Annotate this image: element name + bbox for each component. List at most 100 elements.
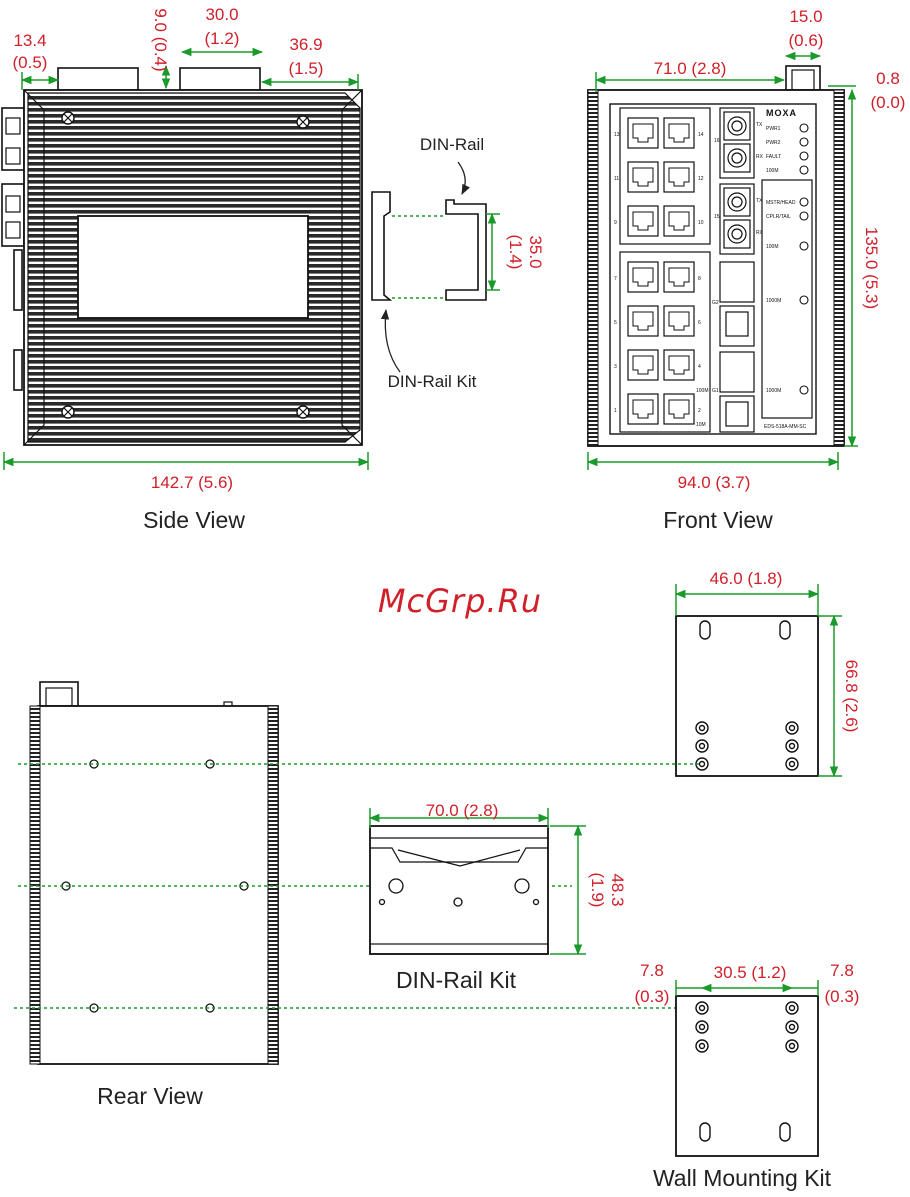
- led-label: FAULT: [766, 154, 781, 160]
- wall-kit-dim-left-mm: 7.8: [640, 961, 664, 980]
- led-indicator: [799, 165, 809, 175]
- rj45-socket: [632, 399, 654, 419]
- front-dim-top-width: 71.0 (2.8): [654, 59, 727, 78]
- side-dim-top-right-mm: 36.9: [289, 35, 322, 54]
- front-dim-offset-mm: 0.8: [876, 69, 900, 88]
- side-label-din-rail-kit: DIN-Rail Kit: [388, 372, 477, 391]
- side-view: 35.0 (1.4) DIN-Rail DIN-Rail Kit 13.4 (0…: [1, 5, 545, 533]
- din-kit-dim-height-in: (1.9): [588, 873, 607, 908]
- din-rail-kit: 70.0 (2.8) 48.3 (1.9) DIN-Rail Kit: [368, 801, 627, 993]
- rear-view: Rear View: [29, 681, 279, 1109]
- led-indicator: [799, 197, 809, 207]
- port-label: G1: [712, 388, 719, 394]
- side-dim-top-left-in: (0.5): [13, 53, 48, 72]
- side-rail-height-mm: 35.0: [526, 235, 545, 268]
- port-number-left: 13: [614, 132, 620, 138]
- side-dim-width: 142.7 (5.6): [151, 473, 233, 492]
- port-number-left: 7: [614, 276, 617, 282]
- rj45-block-upper: [619, 107, 711, 245]
- port-number-left: 1: [614, 408, 617, 414]
- rj45-socket: [668, 355, 690, 375]
- port-number-left: 3: [614, 364, 617, 370]
- led-indicator: [799, 151, 809, 161]
- front-dim-top-right-in: (0.6): [789, 31, 824, 50]
- led-label: MSTR/HEAD: [766, 200, 796, 206]
- side-din-clip: [371, 191, 393, 301]
- side-dim-top-gap: 9.0 (0.4): [151, 8, 170, 71]
- led-label: CPLR/TAIL: [766, 214, 791, 220]
- port-number-right: 8: [698, 276, 701, 282]
- port-label: RX: [756, 230, 764, 236]
- front-dim-width: 94.0 (3.7): [678, 473, 751, 492]
- rj45-socket: [632, 211, 654, 231]
- side-label-window: [77, 215, 309, 319]
- side-rail-height-in: (1.4): [506, 235, 525, 270]
- rj45-block-lower: [619, 251, 711, 433]
- led-label: 1000M: [766, 388, 781, 394]
- wall-kit-dim-mid: 30.5 (1.2): [714, 963, 787, 982]
- wall-top-dim-width: 46.0 (1.8): [710, 569, 783, 588]
- rj45-socket: [668, 311, 690, 331]
- port-label: 10M: [696, 422, 706, 428]
- port-label: TX: [756, 122, 763, 128]
- front-led-box: [761, 179, 813, 419]
- led-indicator: [799, 211, 809, 221]
- side-label-din-rail: DIN-Rail: [420, 135, 484, 154]
- rj45-socket: [668, 123, 690, 143]
- side-dim-top-mid-in: (1.2): [205, 29, 240, 48]
- port-number-right: 14: [698, 132, 704, 138]
- port-number-right: 10: [698, 220, 704, 226]
- front-dim-offset-in: (0.0): [871, 93, 906, 112]
- din-rail-profile: [445, 199, 487, 301]
- rear-view-caption: Rear View: [97, 1083, 203, 1109]
- port-number-left: 5: [614, 320, 617, 326]
- led-indicator: [799, 295, 809, 305]
- side-top-protrusion-right: [179, 67, 261, 91]
- wall-top-dim-height: 66.8 (2.6): [842, 660, 861, 733]
- wall-kit-dim-right-mm: 7.8: [830, 961, 854, 980]
- port-number-left: 9: [614, 220, 617, 226]
- din-kit-dim-width: 70.0 (2.8): [426, 801, 499, 820]
- wall-kit-dim-left-in: (0.3): [635, 987, 670, 1006]
- side-dim-top-mid-mm: 30.0: [205, 5, 238, 24]
- rj45-socket: [632, 167, 654, 187]
- led-indicator: [799, 241, 809, 251]
- side-view-caption: Side View: [143, 507, 245, 533]
- port-number-right: 4: [698, 364, 701, 370]
- led-label: PWR1: [766, 126, 781, 132]
- port-number-left: 11: [614, 176, 619, 182]
- rj45-socket: [668, 399, 690, 419]
- front-model: EDS-518A-MM-SC: [764, 424, 807, 430]
- port-label: 16: [714, 138, 720, 144]
- side-left-connectors: [1, 107, 25, 391]
- fiber-ports: [719, 107, 755, 433]
- side-top-protrusion-left: [57, 67, 139, 91]
- port-number-right: 12: [698, 176, 704, 182]
- led-indicator: [799, 123, 809, 133]
- front-dim-top-right-mm: 15.0: [789, 7, 822, 26]
- led-indicator: [799, 137, 809, 147]
- rj45-socket: [632, 123, 654, 143]
- port-label: 100M: [696, 388, 709, 394]
- led-label: 100M: [766, 168, 779, 174]
- wall-kit-dim-right-in: (0.3): [825, 987, 860, 1006]
- rj45-socket: [632, 311, 654, 331]
- watermark: McGrp.Ru: [378, 582, 542, 620]
- front-view-caption: Front View: [663, 507, 773, 533]
- wall-mounting-kit-caption: Wall Mounting Kit: [653, 1165, 832, 1191]
- led-label: 100M: [766, 244, 779, 250]
- led-indicator: [799, 385, 809, 395]
- rj45-socket: [632, 355, 654, 375]
- port-number-right: 2: [698, 408, 701, 414]
- rj45-socket: [668, 167, 690, 187]
- led-label: PWR2: [766, 140, 781, 146]
- port-label: TX: [756, 198, 763, 204]
- wall-kit-top: 46.0 (1.8) 66.8 (2.6): [674, 569, 861, 778]
- front-dim-height: 135.0 (5.3): [862, 227, 881, 309]
- rj45-socket: [632, 267, 654, 287]
- din-rail-kit-caption: DIN-Rail Kit: [396, 967, 517, 993]
